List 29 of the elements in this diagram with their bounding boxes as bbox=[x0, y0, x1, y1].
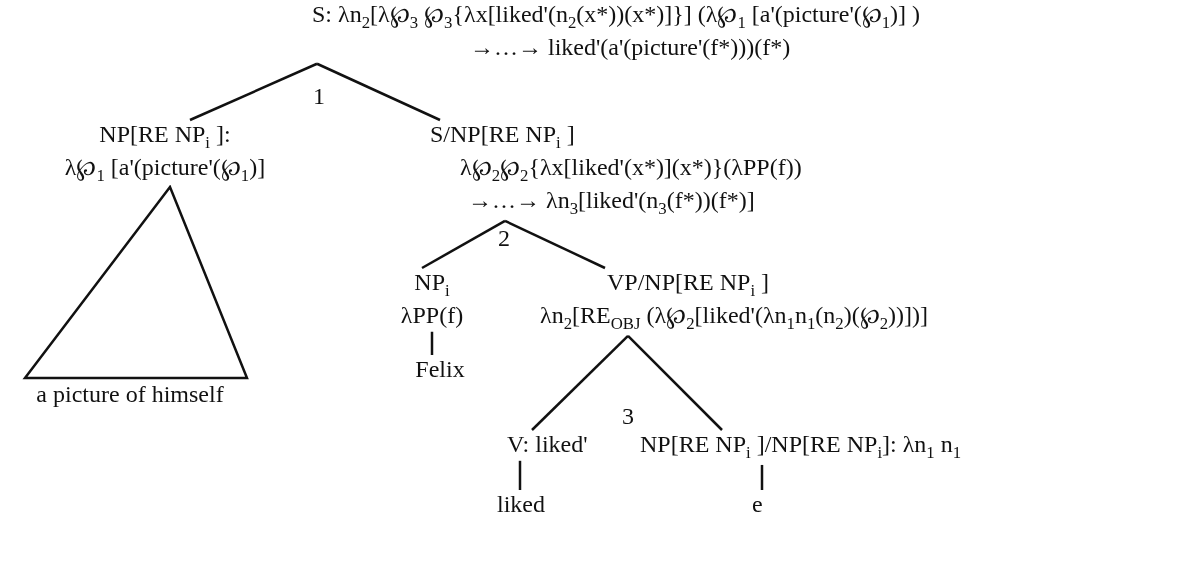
tree-node-label: NP$_{i}$ bbox=[414, 268, 450, 301]
tree-node-label: a picture of himself bbox=[36, 380, 224, 409]
tree-node-label: λPP(f) bbox=[400, 300, 464, 330]
tree-node-label: λn$_{2}$[RE$_{OBJ}$ (λ℘$_{2}$[liked'(λn$_{1}$n$_{1}$(n$_{2}$)(℘$_{2}$))])] bbox=[540, 300, 929, 334]
tree-node-label: λ℘$_{1}$ [a'(picture'(℘$_{1}$)] bbox=[64, 152, 266, 186]
tree-node-label: →…→ liked'(a'(picture'(f*)))(f*) bbox=[470, 32, 791, 62]
tree-node-label: liked bbox=[497, 490, 545, 519]
tree-node-label: e bbox=[752, 490, 763, 519]
tree-branch bbox=[316, 62, 441, 122]
branch-number: 2 bbox=[498, 226, 510, 250]
tree-branch bbox=[189, 62, 318, 122]
tree-branch bbox=[760, 464, 764, 490]
tree-node-label: VP/NP[RE NP$_{i}$ ] bbox=[607, 268, 770, 301]
tree-branch bbox=[504, 219, 606, 270]
tree-node-label: Felix bbox=[415, 355, 465, 384]
tree-node-label: NP[RE NP$_{i}$ ]: bbox=[99, 120, 231, 153]
tree-node-label: λ℘$_{2}$℘$_{2}${λx[liked'(x*)](x*)}(λPP(f)) bbox=[460, 152, 802, 186]
tree-node-label: NP[RE NP$_{i}$ ]/NP[RE NP$_{i}$]: λn$_{1}$ n$_{1}$ bbox=[640, 430, 962, 463]
tree-branch bbox=[430, 331, 434, 355]
tree-branch bbox=[531, 335, 629, 431]
branch-number: 1 bbox=[313, 84, 325, 108]
tree-node-label: V: liked' bbox=[507, 430, 588, 459]
tree-branch bbox=[518, 460, 522, 490]
tree-branch bbox=[627, 335, 723, 431]
branch-number: 3 bbox=[622, 404, 634, 428]
tree-branch bbox=[421, 219, 506, 270]
tree-node-label: →…→ λn$_{3}$[liked'(n$_{3}$(f*))(f*)] bbox=[468, 185, 755, 219]
tree-node-label: S/NP[RE NP$_{i}$ ] bbox=[430, 120, 575, 153]
tree-node-label: S: λn$_{2}$[λ℘$_{3}$ ℘$_{3}${λx[liked'(n$_{2}$(x*))(x*)]}] (λ℘$_{1}$ [a'(picture'(℘$_{1}$)] ) bbox=[312, 0, 921, 33]
